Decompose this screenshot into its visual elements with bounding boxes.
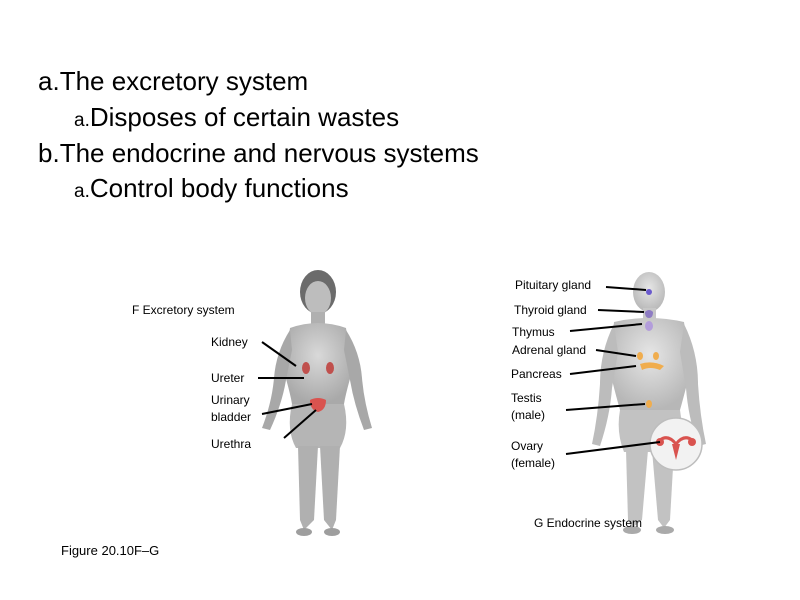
label-line: Ovary [511, 438, 555, 455]
label-line: Testis [511, 390, 545, 407]
label-line: (female) [511, 455, 555, 472]
female-body-illustration [262, 270, 372, 536]
label-pituitary-gland: Pituitary gland [515, 277, 591, 294]
label-line: bladder [211, 409, 251, 426]
excretory-caption: F Excretory system [132, 303, 235, 317]
label-pancreas: Pancreas [511, 366, 562, 383]
figure-reference: Figure 20.10F–G [61, 543, 159, 558]
label-kidney: Kidney [211, 334, 248, 351]
label-ureter: Ureter [211, 370, 244, 387]
label-testis: Testis (male) [511, 390, 545, 424]
label-line: Urinary [211, 392, 251, 409]
label-adrenal-gland: Adrenal gland [512, 342, 586, 359]
label-urinary-bladder: Urinary bladder [211, 392, 251, 426]
label-line: (male) [511, 407, 545, 424]
endocrine-caption: G Endocrine system [534, 516, 642, 530]
label-thymus: Thymus [512, 324, 555, 341]
label-ovary: Ovary (female) [511, 438, 555, 472]
label-thyroid-gland: Thyroid gland [514, 302, 587, 319]
label-urethra: Urethra [211, 436, 251, 453]
